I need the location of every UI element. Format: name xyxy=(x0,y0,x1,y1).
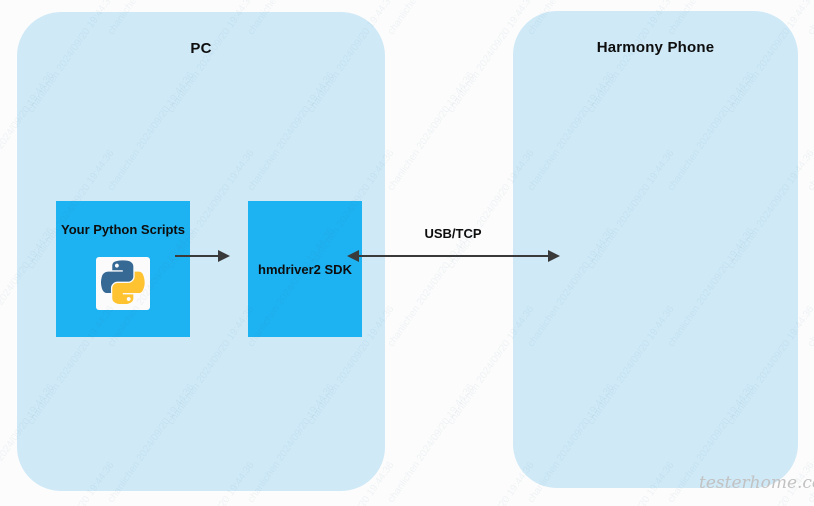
hmdriver2-sdk-box: hmdriver2 SDK xyxy=(248,201,362,337)
pc-group: PC Your Python Scripts hmdriver2 SDK xyxy=(17,12,385,491)
harmony-phone-group: Harmony Phone testRunner APP @ohos.UiTes… xyxy=(513,11,798,488)
python-logo-icon xyxy=(101,260,145,307)
harmony-phone-title: Harmony Phone xyxy=(596,39,715,56)
python-scripts-box: Your Python Scripts xyxy=(56,201,190,337)
usb-tcp-label: USB/TCP xyxy=(424,226,482,241)
python-scripts-label: Your Python Scripts xyxy=(61,222,185,237)
pc-group-title: PC xyxy=(190,40,212,57)
hmdriver2-sdk-label: hmdriver2 SDK xyxy=(258,261,352,277)
python-logo-tile xyxy=(96,257,150,310)
